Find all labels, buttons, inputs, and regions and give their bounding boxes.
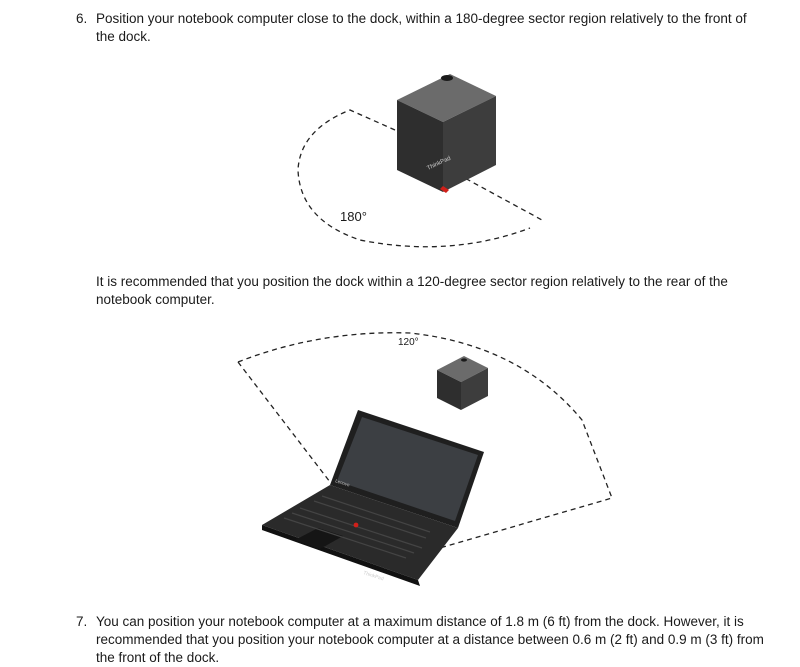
recommendation-text: It is recommended that you position the … (96, 274, 728, 307)
dock-button-icon (441, 75, 453, 81)
angle-label-180: 180° (340, 209, 367, 224)
sector-180-outline (297, 109, 543, 248)
step-7-number: 7. (76, 614, 88, 629)
dock-device-large: ThinkPad (397, 74, 496, 193)
step-6-text: Position your notebook computer close to… (96, 11, 747, 44)
step-7-text: You can position your notebook computer … (96, 614, 764, 665)
sector-120-outline (237, 332, 613, 549)
screen-brand-label: Lenovo (335, 478, 351, 487)
laptop-device: ThinkPad Lenovo (262, 410, 484, 586)
step-6-number: 6. (76, 11, 88, 26)
angle-label-120: 120° (398, 337, 419, 348)
dock-device-small (437, 356, 488, 410)
trackpoint (353, 522, 359, 528)
